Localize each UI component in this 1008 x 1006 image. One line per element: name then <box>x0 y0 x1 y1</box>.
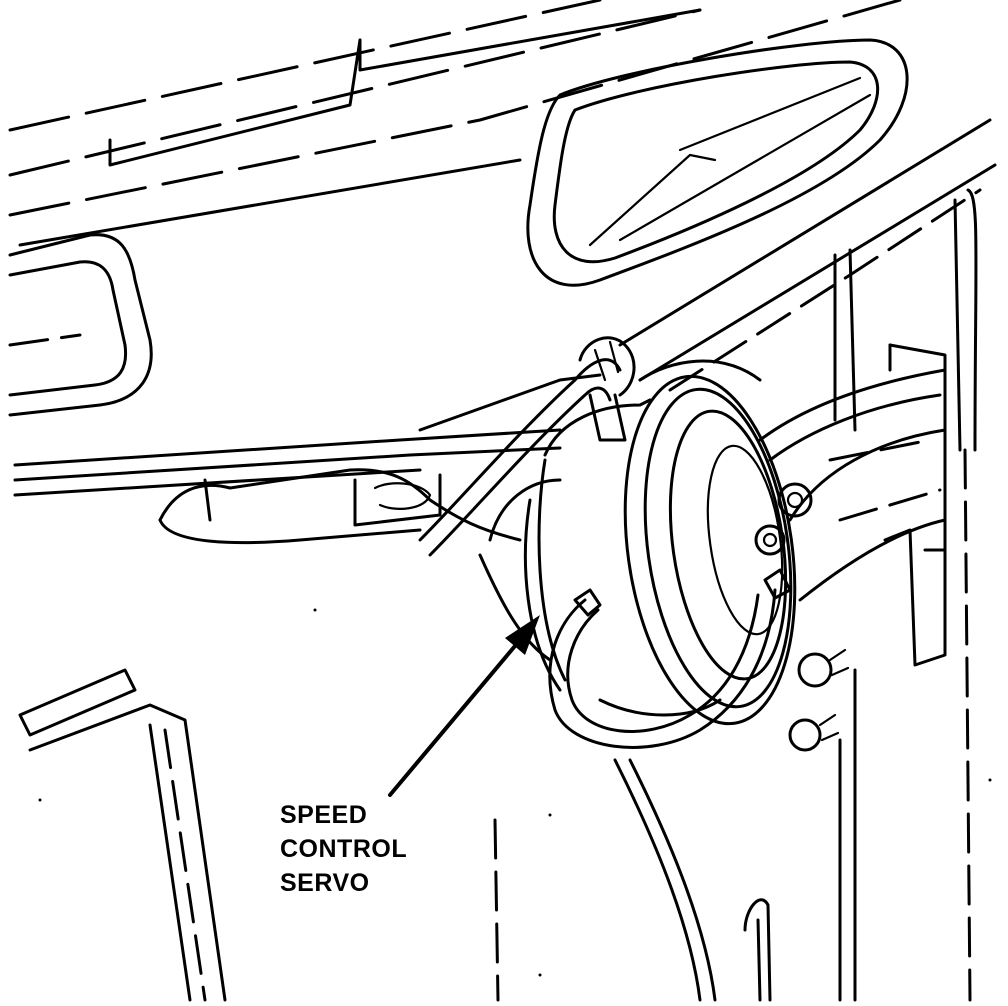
frame-rails <box>618 118 997 452</box>
left-panel-opening <box>8 233 153 417</box>
callout-leader-arrow <box>388 615 540 797</box>
servo-callout-label: SPEED CONTROL SERVO <box>280 798 407 900</box>
upper-body-panel <box>8 0 902 347</box>
callout-line-3: SERVO <box>280 869 370 897</box>
mounting-nuts <box>754 482 850 752</box>
servo-mounting-bracket <box>758 343 947 667</box>
cable-bracket-band <box>13 373 602 545</box>
lower-frame-structure <box>493 448 972 1002</box>
speed-control-servo <box>478 359 797 726</box>
scan-specks <box>38 608 992 977</box>
oval-access-opening <box>526 38 909 287</box>
lower-hose-loop <box>548 568 792 749</box>
vacuum-hose <box>418 336 636 557</box>
callout-line-1: SPEED <box>280 801 368 829</box>
lower-left-panel <box>18 668 227 1002</box>
callout-line-2: CONTROL <box>280 835 408 863</box>
